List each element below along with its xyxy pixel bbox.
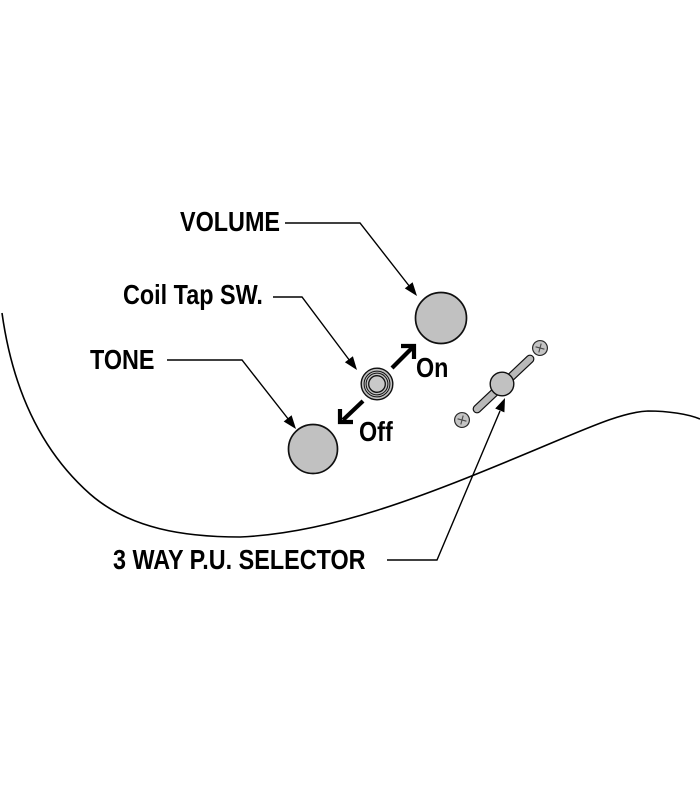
- pickup-selector-label: 3 WAY P.U. SELECTOR: [113, 544, 366, 575]
- switch-off-arrow-icon: [337, 399, 365, 425]
- selector-screw-top-icon: [531, 339, 549, 357]
- volume-arrowhead-icon: [404, 282, 417, 296]
- tone-leader-line: [167, 359, 290, 421]
- switch-on-arrow-icon: [390, 343, 417, 370]
- volume-label: VOLUME: [180, 206, 281, 237]
- coil-tap-switch-label: Coil Tap SW.: [123, 279, 263, 310]
- tone-knob: [287, 423, 339, 475]
- coil-tap-leader-line: [273, 296, 351, 362]
- coil-tap-arrowhead-icon: [344, 356, 357, 370]
- tone-label: TONE: [90, 344, 155, 375]
- tone-arrowhead-icon: [283, 415, 296, 429]
- volume-knob: [414, 291, 468, 345]
- selector-leader-line: [387, 410, 501, 561]
- selector-arrowhead-icon: [495, 398, 505, 413]
- selector-pivot: [489, 371, 515, 397]
- selector-screw-bottom-icon: [453, 411, 471, 429]
- guitar-body-outline: [1, 312, 700, 538]
- coil-tap-switch: [360, 367, 394, 401]
- switch-off-label: Off: [359, 416, 393, 447]
- volume-leader-line: [285, 222, 411, 288]
- pickup-selector-switch: [453, 339, 549, 429]
- switch-on-label: On: [416, 352, 449, 383]
